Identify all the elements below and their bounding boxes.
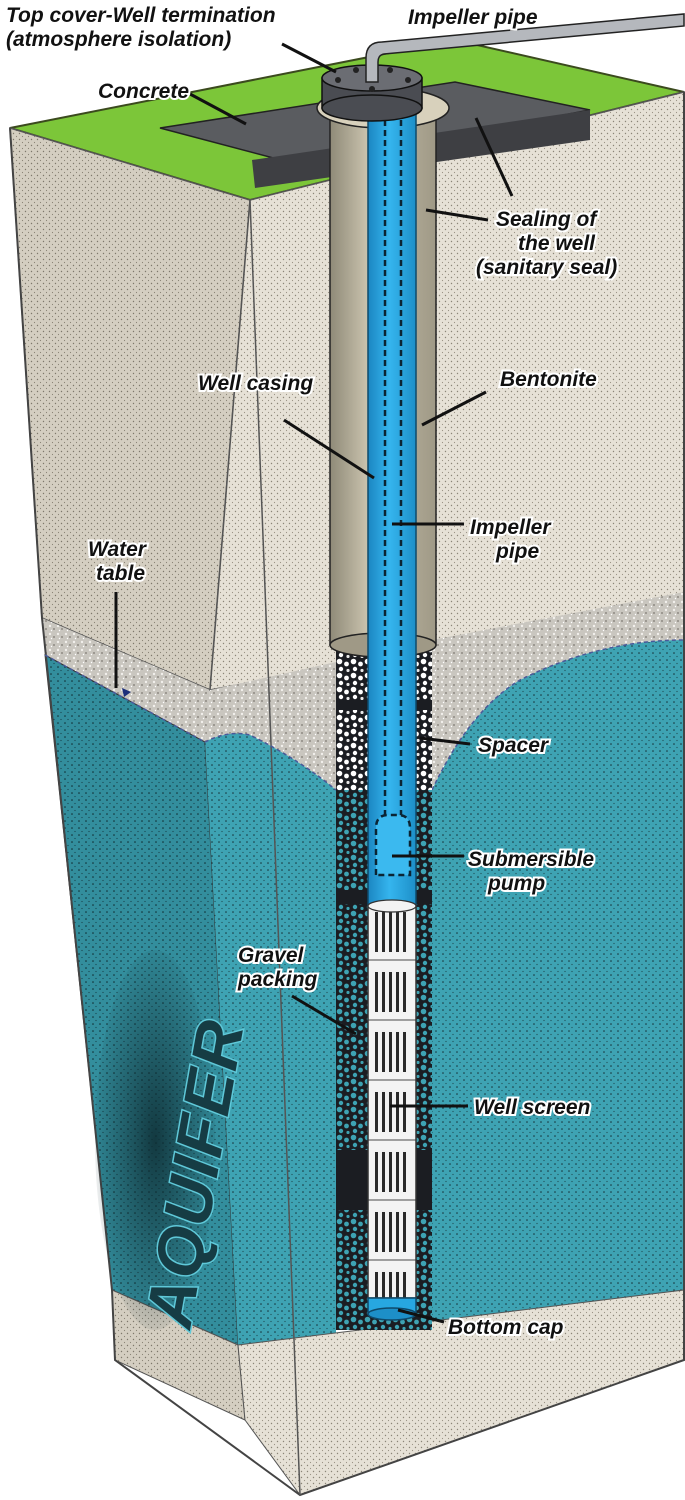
label-impeller-pipe-top: Impeller pipe bbox=[408, 6, 538, 29]
bolt-icon bbox=[387, 67, 393, 73]
label-impeller-mid-line1: Impeller bbox=[470, 516, 552, 539]
leader-top-cover bbox=[282, 44, 336, 72]
well-casing bbox=[368, 95, 416, 907]
label-water-table-line1: Water bbox=[88, 538, 148, 561]
bolt-icon bbox=[335, 77, 341, 83]
label-sealing-line3: (sanitary seal) bbox=[476, 256, 617, 279]
label-well-casing: Well casing bbox=[198, 372, 313, 395]
label-well-screen: Well screen bbox=[474, 1096, 590, 1119]
bolt-icon bbox=[353, 67, 359, 73]
well-screen bbox=[368, 906, 416, 1298]
label-impeller-mid-line2: pipe bbox=[495, 540, 539, 563]
label-water-table-line2: table bbox=[96, 562, 145, 585]
top-cover-base bbox=[322, 95, 422, 121]
well-screen-top-rim bbox=[368, 900, 416, 912]
label-bentonite: Bentonite bbox=[500, 368, 597, 391]
label-top-cover-line2: (atmosphere isolation) bbox=[6, 28, 231, 51]
label-top-cover-line1: Top cover-Well termination bbox=[6, 4, 276, 27]
label-bottom-cap: Bottom cap bbox=[448, 1316, 564, 1339]
label-spacer: Spacer bbox=[478, 734, 550, 757]
label-sealing-line1: Sealing of bbox=[496, 208, 598, 231]
bolt-icon bbox=[369, 86, 375, 92]
label-gravel-line2: packing bbox=[237, 968, 318, 991]
bolt-icon bbox=[405, 77, 411, 83]
submersible-pump bbox=[376, 815, 410, 875]
label-concrete: Concrete bbox=[98, 80, 189, 103]
label-sealing-line2: the well bbox=[518, 232, 596, 255]
label-submersible-line1: Submersible bbox=[468, 848, 594, 871]
label-gravel-line1: Gravel bbox=[238, 944, 305, 967]
soil-left-face bbox=[10, 128, 250, 690]
label-submersible-line2: pump bbox=[487, 872, 545, 895]
